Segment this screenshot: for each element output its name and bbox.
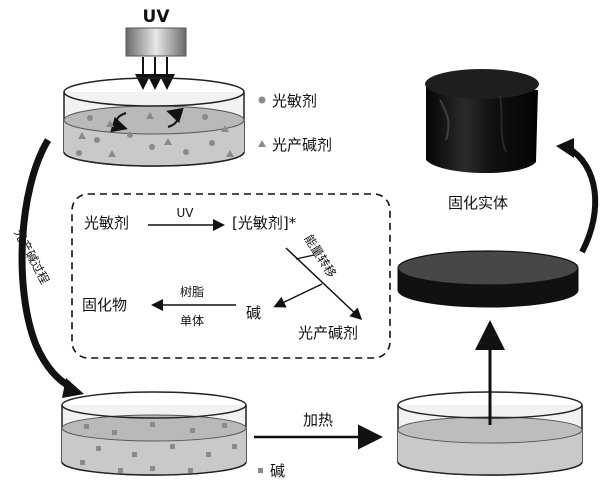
uv-lamp: UV: [125, 7, 187, 57]
solid-label: 固化实体: [448, 194, 508, 212]
legend-top: 光敏剂 光产碱剂: [258, 92, 332, 154]
uv-label: UV: [143, 7, 171, 27]
mech-photosensitizer: 光敏剂: [84, 214, 129, 232]
return-arrow: [556, 138, 599, 254]
legend-photobase-generator: 光产碱剂: [272, 136, 332, 154]
mech-uv-label: UV: [177, 206, 195, 220]
legend-base: 碱: [270, 462, 285, 480]
photobase-generator-marker: [258, 140, 266, 147]
cured-disc: [397, 250, 579, 308]
mechanism-box: 光敏剂 UV [光敏剂]* 能量转移 光产碱剂 碱 树脂 单体 固化物: [71, 193, 391, 359]
legend-bottom: 碱: [258, 462, 285, 480]
base-formation-arrow: [273, 283, 323, 308]
energy-transfer-tick: [295, 254, 315, 260]
mech-cured-product: 固化物: [82, 296, 127, 314]
base-marker: [258, 468, 263, 473]
energy-transfer-line: [285, 247, 363, 321]
dish-initial: [63, 77, 245, 167]
process-arrow: [18, 138, 84, 398]
mech-excited-state: [光敏剂]*: [232, 214, 297, 232]
photosensitizer-marker: [258, 96, 266, 104]
dish-heated: [397, 391, 583, 476]
legend-photosensitizer: 光敏剂: [272, 92, 317, 110]
mech-monomer: 单体: [180, 314, 204, 328]
process-label: 光产碱过程: [11, 226, 52, 286]
mech-resin: 树脂: [180, 284, 204, 299]
heating-arrow: 加热: [254, 411, 383, 450]
uv-rays: [135, 57, 175, 90]
mech-base: 碱: [246, 304, 261, 322]
dish-base-generated: [61, 391, 247, 476]
mech-photobase-generator: 光产碱剂: [298, 324, 358, 342]
heating-label: 加热: [303, 411, 333, 429]
cured-solid-photo: [425, 69, 539, 174]
